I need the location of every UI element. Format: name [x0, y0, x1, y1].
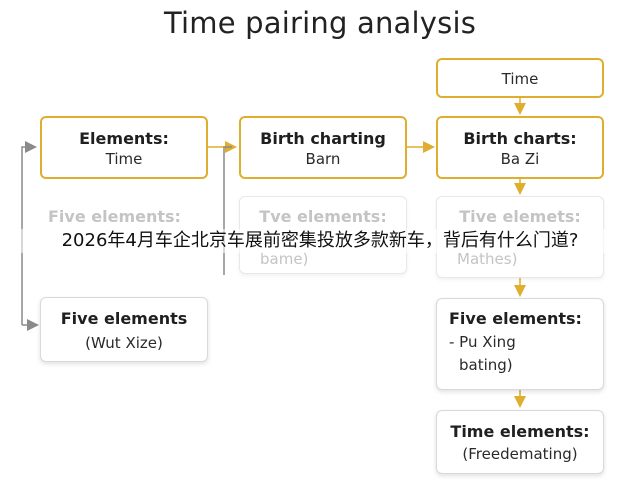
node-birth-charting-sub: Barn	[305, 150, 341, 168]
node-five-right-line1: - Pu Xing	[449, 333, 516, 351]
node-five-elements-right: Five elements: - Pu Xing bating)	[436, 298, 604, 390]
node-birth-charts-sub: Ba Zi	[500, 150, 540, 168]
bracket-to-birth-charting	[223, 146, 232, 275]
node-time-elements: Time elements: (Freedemating)	[436, 410, 604, 474]
node-birth-charting: Birth charting Barn	[239, 116, 407, 179]
node-elements-sub: Time	[105, 150, 143, 168]
node-elements-heading: Elements:	[79, 129, 169, 148]
node-five-left-heading: Five elements	[60, 309, 188, 328]
node-five-right-heading: Five elements:	[449, 309, 582, 328]
node-tve-sub: bame)	[260, 250, 309, 268]
node-birth-charts-heading: Birth charts:	[463, 129, 577, 148]
ghost-five-elements-label: Five elements:	[48, 207, 181, 226]
overlay-caption: 2026年4月车企北京车展前密集投放多款新车，背后有什么门道?	[0, 229, 640, 253]
node-five-left-sub: (Wut Xize)	[85, 334, 163, 352]
node-tive-sub: Mathes)	[457, 250, 518, 268]
node-tve-heading: Tve elements:	[259, 207, 387, 226]
node-tive-heading: Tive elemets:	[459, 207, 581, 226]
node-five-right-line2: bating)	[459, 356, 513, 374]
node-time-top: Time	[436, 58, 604, 98]
node-elements-time: Elements: Time	[40, 116, 208, 179]
node-time-elements-sub: (Freedemating)	[462, 445, 578, 463]
node-birth-charting-heading: Birth charting	[260, 129, 386, 148]
node-birth-charts: Birth charts: Ba Zi	[436, 116, 604, 179]
diagram-title: Time pairing analysis	[163, 6, 477, 40]
bracket-to-elements	[21, 141, 37, 325]
node-time-elements-heading: Time elements:	[450, 422, 590, 441]
node-five-elements-left: Five elements (Wut Xize)	[40, 297, 208, 362]
node-time-label: Time	[501, 70, 539, 88]
